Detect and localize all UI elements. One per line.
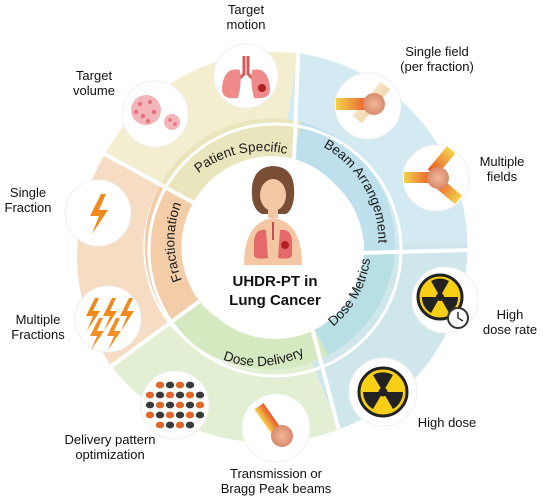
label-high-dose: High dose <box>418 415 477 430</box>
woman-lungs-icon <box>244 166 302 265</box>
lungs-icon <box>221 56 271 99</box>
label-delivery-pattern-1: Delivery pattern <box>64 432 155 447</box>
center-title-line2: Lung Cancer <box>229 292 321 309</box>
pattern-spot <box>175 391 185 399</box>
label-multiple-fractions-2: Fractions <box>11 327 65 342</box>
tumor-cells-icon <box>131 95 180 130</box>
label-single-fraction-2: Fraction <box>5 200 52 215</box>
radiation-icon <box>416 273 464 321</box>
pattern-spot <box>185 411 195 419</box>
pattern-spot <box>185 391 195 399</box>
radiation-icon <box>357 366 409 418</box>
sector-beam-arrangement-inner <box>294 122 395 253</box>
sector-dividers <box>103 53 471 430</box>
pattern-spot <box>175 401 185 409</box>
pattern-spot <box>145 401 155 409</box>
pattern-spot <box>165 411 175 419</box>
pattern-spot <box>145 411 155 419</box>
pattern-spot <box>155 401 165 409</box>
pattern-spot <box>175 381 185 389</box>
beam-icon <box>336 81 391 124</box>
pattern-spot <box>175 411 185 419</box>
beam-icon <box>404 146 463 205</box>
label-target-motion-2: motion <box>226 17 265 32</box>
label-target-volume-2: volume <box>73 83 115 98</box>
pattern-spot <box>185 401 195 409</box>
label-delivery-pattern-2: optimization <box>75 447 144 462</box>
sector-fractionation-inner <box>144 183 200 323</box>
pattern-spot <box>145 391 155 399</box>
center-title-line1: UHDR-PT in <box>233 273 318 290</box>
pattern-spot <box>165 401 175 409</box>
label-transmission-2: Bragg Peak beams <box>221 481 332 496</box>
lightning-icon <box>90 194 108 234</box>
pattern-spot <box>155 411 165 419</box>
target-motion-circle <box>213 43 279 109</box>
inner-ring <box>144 118 395 370</box>
pattern-spot <box>195 411 205 419</box>
pattern-spot <box>165 391 175 399</box>
sector-dose-delivery-inner <box>170 301 329 370</box>
label-single-field-1: Single field <box>405 44 469 59</box>
label-target-volume-1: Target <box>76 68 113 83</box>
label-target-motion-1: Target <box>228 2 265 17</box>
label-high-dose-rate-1: High <box>497 307 524 322</box>
pattern-spot <box>195 401 205 409</box>
delivery-pattern-icon <box>145 381 205 429</box>
pattern-spot <box>155 421 165 429</box>
label-multiple-fields-1: Multiple <box>480 154 525 169</box>
pattern-spot <box>185 421 195 429</box>
category-fractionation: Fractionation <box>162 200 185 284</box>
pattern-spot <box>165 381 175 389</box>
multiple-fractions-circle <box>74 285 142 353</box>
label-single-fraction-1: Single <box>10 185 46 200</box>
delivery-pattern-circle <box>140 370 210 440</box>
label-transmission-1: Transmission or <box>230 466 323 481</box>
label-single-field-2: (per fraction) <box>400 59 474 74</box>
label-high-dose-rate-2: dose rate <box>483 322 537 337</box>
pattern-spot <box>175 421 185 429</box>
pattern-spot <box>155 391 165 399</box>
label-multiple-fractions-1: Multiple <box>16 312 61 327</box>
sector-patient-specific-inner <box>160 118 301 203</box>
pattern-spot <box>155 381 165 389</box>
pattern-spot <box>185 381 195 389</box>
pattern-spot <box>195 391 205 399</box>
label-multiple-fields-2: fields <box>487 169 518 184</box>
sector-dose-metrics-inner <box>311 253 395 356</box>
clock-icon <box>447 307 469 329</box>
pattern-spot <box>165 421 175 429</box>
beam-icon <box>254 403 293 447</box>
lightning-icon <box>86 298 134 350</box>
